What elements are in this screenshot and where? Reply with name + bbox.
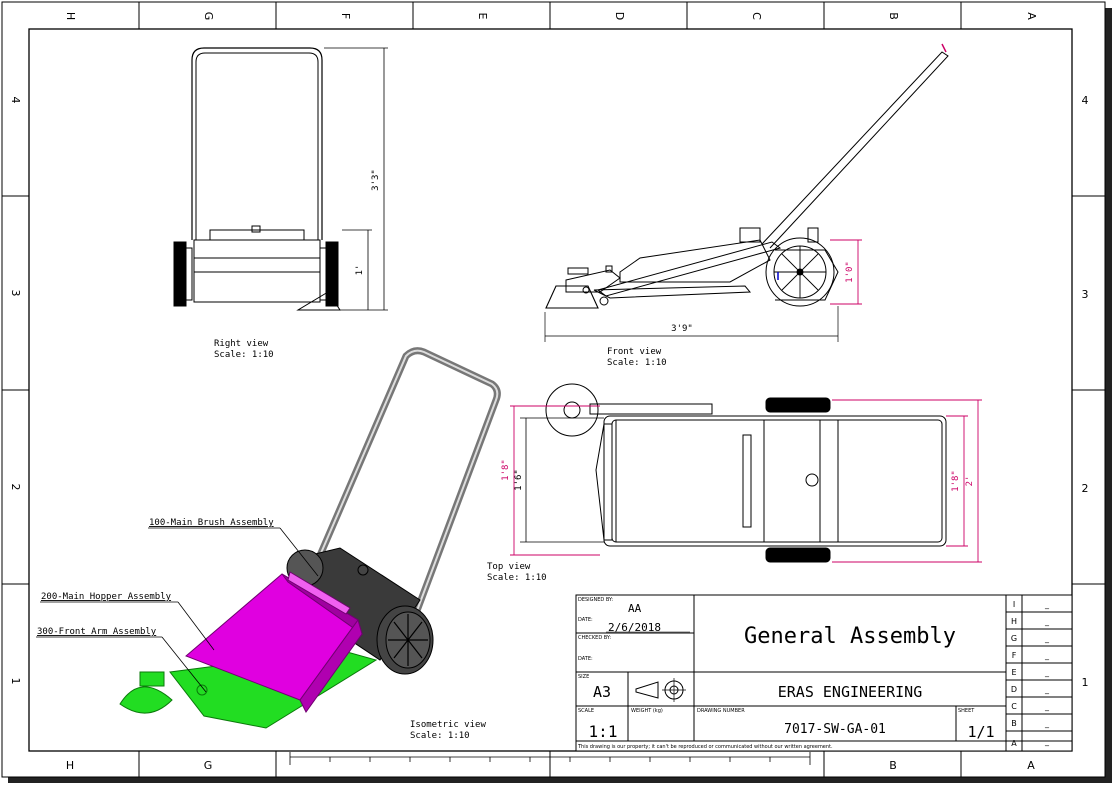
rev-letter-F: F bbox=[1012, 651, 1017, 660]
zone-top-B: B bbox=[887, 12, 900, 20]
callout-300-front-arm: 300-Front Arm Assembly bbox=[37, 627, 157, 637]
rev-letter-E: E bbox=[1011, 668, 1016, 677]
rev-letter-D: D bbox=[1011, 685, 1017, 694]
scale-label: SCALE bbox=[578, 708, 594, 714]
zone-left-3: 3 bbox=[9, 290, 22, 297]
zone-top-H: H bbox=[64, 12, 77, 20]
rev-mark: _ bbox=[1044, 737, 1050, 746]
zone-top-D: D bbox=[613, 12, 626, 20]
zone-right-4: 4 bbox=[1082, 94, 1089, 107]
rev-mark: _ bbox=[1044, 600, 1050, 609]
rev-mark: _ bbox=[1044, 651, 1050, 660]
top-view-left-inner-dim: 1'6" bbox=[514, 469, 524, 491]
zone-bottom-H: H bbox=[66, 759, 74, 772]
zone-left-1: 1 bbox=[9, 678, 22, 685]
drawing-title: General Assembly bbox=[744, 624, 956, 649]
rev-letter-B: B bbox=[1011, 719, 1017, 728]
isometric-view bbox=[36, 347, 501, 729]
size-value: A3 bbox=[593, 683, 611, 701]
rev-letter-G: G bbox=[1011, 634, 1017, 643]
date-value: 2/6/2018 bbox=[608, 621, 661, 634]
company-name: ERAS ENGINEERING bbox=[778, 683, 923, 701]
zone-right-1: 1 bbox=[1082, 676, 1089, 689]
top-view-right-inner-dim: 1'8" bbox=[951, 470, 961, 492]
sheet-label: SHEET bbox=[958, 708, 975, 714]
scale-value: 1:1 bbox=[589, 722, 618, 741]
zone-bottom-B: B bbox=[889, 759, 897, 772]
rev-mark: _ bbox=[1044, 685, 1050, 694]
iso-view-name: Isometric view bbox=[410, 720, 486, 730]
zone-top-A: A bbox=[1025, 12, 1038, 20]
right-view-small-dim: 1' bbox=[355, 265, 365, 276]
rev-letter-C: C bbox=[1011, 702, 1017, 711]
right-view bbox=[173, 47, 388, 311]
zone-bottom-G: G bbox=[204, 759, 213, 772]
projection-symbol-icon bbox=[635, 678, 686, 702]
zone-top-G: G bbox=[202, 12, 215, 21]
rev-mark: _ bbox=[1044, 702, 1050, 711]
right-view-scale: Scale: 1:10 bbox=[214, 350, 274, 360]
rev-letter-A: A bbox=[1011, 739, 1017, 748]
zone-top-C: C bbox=[750, 12, 763, 20]
top-view-right-outer-dim: 2' bbox=[965, 476, 975, 487]
size-label: SIZE bbox=[578, 674, 589, 680]
ownership-notice: This drawing is our property; it can't b… bbox=[577, 744, 833, 750]
zone-left-4: 4 bbox=[9, 97, 22, 104]
top-view-left-outer-dim: 1'8" bbox=[501, 459, 511, 481]
date-label: DATE: bbox=[578, 617, 593, 623]
drawing-number-label: DRAWING NUMBER bbox=[697, 708, 745, 714]
designed-by-label: DESIGNED BY: bbox=[578, 597, 613, 603]
right-view-height-dim: 3'3" bbox=[371, 169, 381, 191]
zone-top-E: E bbox=[476, 13, 489, 20]
callout-200-main-hopper: 200-Main Hopper Assembly bbox=[41, 592, 172, 602]
zone-right-2: 2 bbox=[1082, 482, 1089, 495]
zone-left-2: 2 bbox=[9, 484, 22, 491]
zone-right-3: 3 bbox=[1082, 288, 1089, 301]
front-view-name: Front view bbox=[607, 347, 662, 357]
iso-view-scale: Scale: 1:10 bbox=[410, 731, 470, 741]
rev-letter-H: H bbox=[1011, 617, 1017, 626]
rev-mark: _ bbox=[1044, 719, 1050, 728]
sheet-value: 1/1 bbox=[967, 723, 994, 741]
drawing-number: 7017-SW-GA-01 bbox=[784, 722, 886, 737]
rev-mark: _ bbox=[1044, 634, 1050, 643]
front-view bbox=[544, 43, 949, 342]
designed-by-value: AA bbox=[628, 602, 642, 615]
front-view-scale: Scale: 1:10 bbox=[607, 358, 667, 368]
front-view-wheel-dim: 1'0" bbox=[845, 261, 855, 283]
right-view-name: Right view bbox=[214, 339, 269, 349]
rev-mark: _ bbox=[1044, 668, 1050, 677]
top-view-scale: Scale: 1:10 bbox=[487, 573, 547, 583]
checked-by-label: CHECKED BY: bbox=[578, 635, 611, 641]
top-view-name: Top view bbox=[487, 562, 531, 572]
rev-letter-I: I bbox=[1013, 600, 1015, 609]
title-block bbox=[575, 594, 1073, 752]
date2-label: DATE: bbox=[578, 656, 593, 662]
rev-mark: _ bbox=[1044, 617, 1050, 626]
weight-label: WEIGHT (kg) bbox=[631, 708, 663, 714]
callout-100-main-brush: 100-Main Brush Assembly bbox=[149, 518, 274, 528]
zone-bottom-A: A bbox=[1027, 759, 1035, 772]
zone-top-F: F bbox=[339, 13, 352, 19]
front-view-length-dim: 3'9" bbox=[671, 324, 693, 334]
top-view bbox=[510, 383, 982, 563]
